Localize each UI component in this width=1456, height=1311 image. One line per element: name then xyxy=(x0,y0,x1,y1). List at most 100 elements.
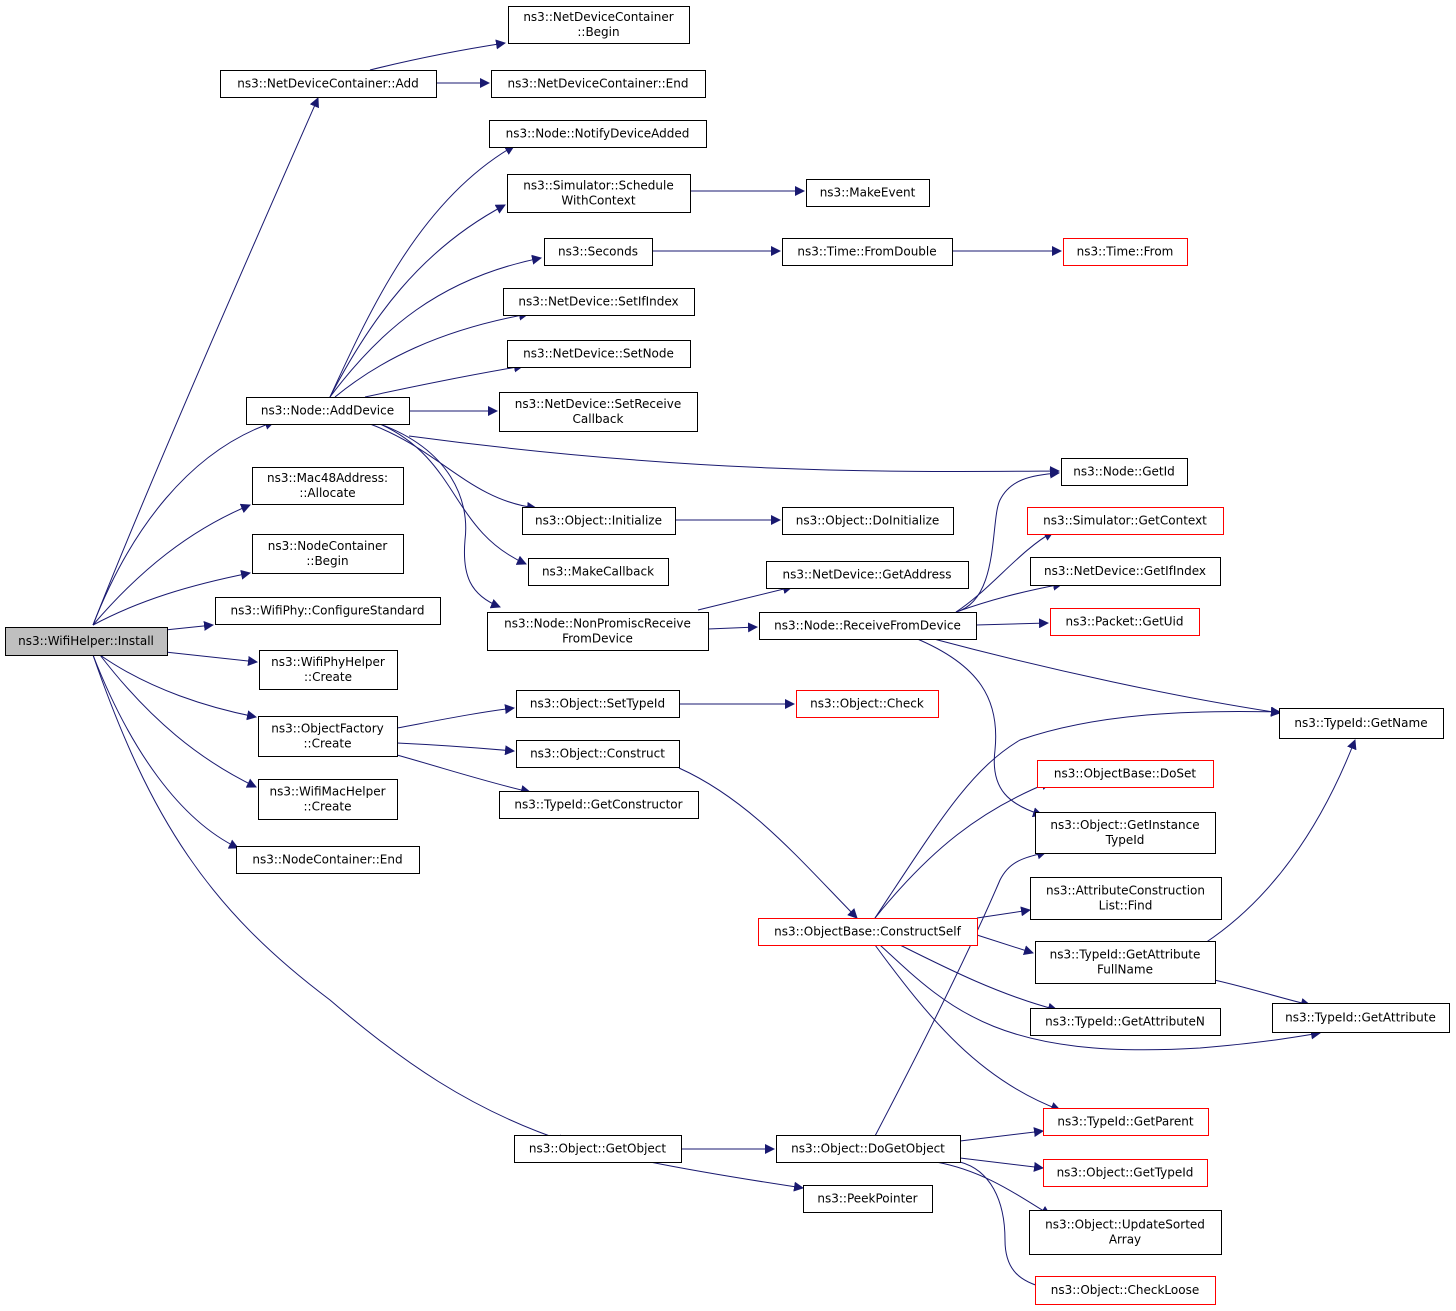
node-obj-check[interactable]: ns3::Object::Check xyxy=(796,690,939,718)
node-label: ns3::TypeId::GetParent xyxy=(1057,1115,1193,1129)
node-obj-construct[interactable]: ns3::Object::Construct xyxy=(516,740,680,768)
node-packet-getuid[interactable]: ns3::Packet::GetUid xyxy=(1050,608,1200,636)
node-box xyxy=(507,174,691,213)
node-peek-pointer[interactable]: ns3::PeekPointer xyxy=(803,1185,933,1213)
node-wifihelper-install[interactable]: ns3::WifiHelper::Install xyxy=(5,627,168,656)
node-box xyxy=(252,467,404,505)
node-objbase-doset[interactable]: ns3::ObjectBase::DoSet xyxy=(1037,760,1214,788)
node-wifiphyhelper-create[interactable]: ns3::WifiPhyHelper::Create xyxy=(259,650,398,690)
node-label: ns3::ObjectBase::DoSet xyxy=(1054,767,1197,781)
node-box xyxy=(1050,608,1200,636)
node-label: ns3::WifiPhy::ConfigureStandard xyxy=(231,604,425,618)
node-mac48-allocate[interactable]: ns3::Mac48Address:::Allocate xyxy=(252,467,404,505)
node-obj-initialize[interactable]: ns3::Object::Initialize xyxy=(522,507,676,535)
node-label: ns3::TypeId::GetName xyxy=(1294,716,1427,730)
node-nd-getaddress[interactable]: ns3::NetDevice::GetAddress xyxy=(766,561,969,589)
node-box xyxy=(1030,1008,1221,1036)
node-wifimachelper-create[interactable]: ns3::WifiMacHelper::Create xyxy=(258,779,398,820)
edge-receivefrom-to-getifindex xyxy=(955,580,1063,613)
node-label: TypeId xyxy=(1105,833,1145,847)
node-ndc-end[interactable]: ns3::NetDeviceContainer::End xyxy=(491,70,706,98)
node-nd-getifindex[interactable]: ns3::NetDevice::GetIfIndex xyxy=(1030,557,1221,586)
node-label: ns3::Object::DoInitialize xyxy=(796,514,940,528)
node-node-notify[interactable]: ns3::Node::NotifyDeviceAdded xyxy=(489,120,707,148)
node-obj-settypeid[interactable]: ns3::Object::SetTypeId xyxy=(516,690,680,718)
edge-adddevice-to-seconds xyxy=(329,254,542,398)
node-obj-checkloose[interactable]: ns3::Object::CheckLoose xyxy=(1035,1276,1216,1305)
edge-constructself-to-getname xyxy=(874,706,1281,919)
node-box xyxy=(220,70,437,98)
node-typeid-getattribute[interactable]: ns3::TypeId::GetAttribute xyxy=(1272,1003,1450,1033)
node-nc-begin[interactable]: ns3::NodeContainer::Begin xyxy=(252,534,404,574)
node-label: ns3::NetDevice::SetIfIndex xyxy=(518,295,678,309)
edge-dogetobject-to-checkloose xyxy=(959,1161,1047,1291)
edge-install-to-mac48 xyxy=(92,503,251,626)
node-time-fromdouble[interactable]: ns3::Time::FromDouble xyxy=(782,238,953,266)
node-box xyxy=(507,340,691,368)
node-label: ns3::Object::Construct xyxy=(530,747,665,761)
node-box xyxy=(1035,812,1216,854)
edge-objfactory-to-settypeid xyxy=(396,704,515,729)
node-nd-setnode[interactable]: ns3::NetDevice::SetNode xyxy=(507,340,691,368)
edge-receivefrom-to-getinstance xyxy=(914,637,1043,818)
edge-install-to-objfactory xyxy=(99,654,257,721)
node-obj-gettypeid[interactable]: ns3::Object::GetTypeId xyxy=(1043,1159,1208,1187)
node-typeid-getparent[interactable]: ns3::TypeId::GetParent xyxy=(1043,1108,1209,1136)
node-node-getid[interactable]: ns3::Node::GetId xyxy=(1061,458,1188,486)
node-label: ns3::Simulator::GetContext xyxy=(1043,514,1207,528)
node-node-adddevice[interactable]: ns3::Node::AddDevice xyxy=(246,397,410,425)
node-box xyxy=(758,918,978,946)
node-typeid-getattributen[interactable]: ns3::TypeId::GetAttributeN xyxy=(1030,1008,1221,1036)
node-time-from[interactable]: ns3::Time::From xyxy=(1063,238,1188,266)
node-nd-setifindex[interactable]: ns3::NetDevice::SetIfIndex xyxy=(503,288,695,316)
node-sim-getcontext[interactable]: ns3::Simulator::GetContext xyxy=(1027,507,1224,535)
node-make-callback[interactable]: ns3::MakeCallback xyxy=(528,558,669,586)
node-label: ns3::Node::ReceiveFromDevice xyxy=(774,619,961,633)
node-box xyxy=(1035,941,1216,984)
node-box xyxy=(258,779,398,820)
node-label: ns3::Time::From xyxy=(1077,245,1174,259)
node-label: ns3::WifiPhyHelper xyxy=(271,655,385,669)
node-label: WithContext xyxy=(561,194,636,208)
node-box xyxy=(516,740,680,768)
node-label: ns3::Object::Initialize xyxy=(535,514,662,528)
node-label: ns3::Node::GetId xyxy=(1073,465,1175,479)
edge-construct-to-constructself xyxy=(678,767,858,919)
node-label: ::Create xyxy=(304,800,352,814)
node-box xyxy=(796,690,939,718)
node-obj-dogetobject[interactable]: ns3::Object::DoGetObject xyxy=(776,1135,961,1163)
node-box xyxy=(489,120,707,148)
node-typeid-getconstructor[interactable]: ns3::TypeId::GetConstructor xyxy=(499,791,699,819)
edge-adddevice-to-setifindex xyxy=(334,310,529,398)
node-label: ::Begin xyxy=(577,25,619,39)
node-objfactory-create[interactable]: ns3::ObjectFactory::Create xyxy=(258,716,398,757)
node-label: ns3::TypeId::GetAttribute xyxy=(1050,948,1201,962)
node-label: ::Allocate xyxy=(299,486,355,500)
node-ndc-add[interactable]: ns3::NetDeviceContainer::Add xyxy=(220,70,437,98)
node-obj-doinitialize[interactable]: ns3::Object::DoInitialize xyxy=(782,507,954,535)
node-label: ns3::TypeId::GetAttributeN xyxy=(1045,1015,1205,1029)
node-seconds[interactable]: ns3::Seconds xyxy=(544,238,653,266)
node-wifiphy-configure[interactable]: ns3::WifiPhy::ConfigureStandard xyxy=(215,597,441,625)
node-typeid-getname[interactable]: ns3::TypeId::GetName xyxy=(1279,708,1444,739)
node-make-event[interactable]: ns3::MakeEvent xyxy=(806,179,930,207)
node-box xyxy=(1037,760,1214,788)
node-obj-getobject[interactable]: ns3::Object::GetObject xyxy=(514,1135,682,1163)
node-box xyxy=(1279,708,1444,739)
node-ndc-begin[interactable]: ns3::NetDeviceContainer::Begin xyxy=(508,6,690,44)
node-label: ns3::NetDevice::SetReceive xyxy=(515,397,681,411)
node-box xyxy=(776,1135,961,1163)
node-objbase-constructself[interactable]: ns3::ObjectBase::ConstructSelf xyxy=(758,918,978,946)
node-box xyxy=(782,238,953,266)
node-box xyxy=(1035,1276,1216,1305)
node-nc-end[interactable]: ns3::NodeContainer::End xyxy=(236,846,420,874)
node-box xyxy=(544,238,653,266)
node-node-receivefrom[interactable]: ns3::Node::ReceiveFromDevice xyxy=(759,612,977,640)
